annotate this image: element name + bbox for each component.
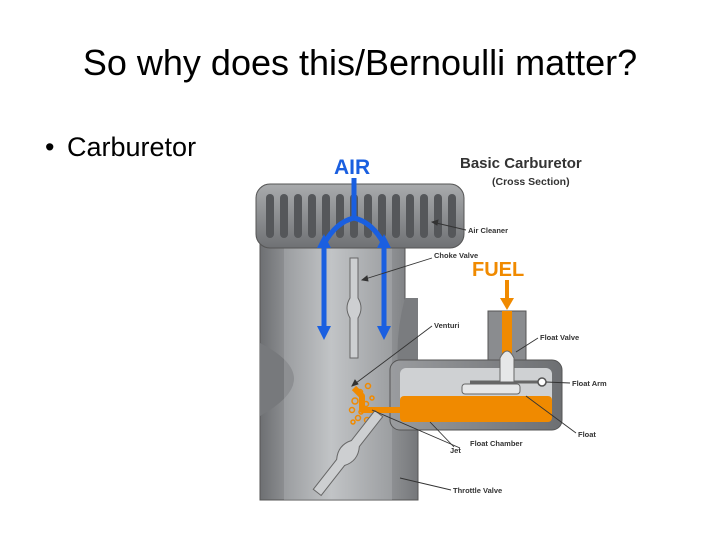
- bullet-item: •Carburetor: [45, 132, 196, 163]
- label-venturi: Venturi: [434, 321, 459, 330]
- bullet-text: Carburetor: [67, 132, 196, 162]
- air-label: AIR: [334, 156, 370, 179]
- diagram-subheading: (Cross Section): [492, 176, 570, 188]
- label-float-arm: Float Arm: [572, 379, 607, 388]
- label-air-cleaner: Air Cleaner: [468, 226, 508, 235]
- fuel-arrow: [500, 280, 514, 310]
- label-float-chamber: Float Chamber: [470, 439, 523, 448]
- float-arm-pivot: [538, 378, 546, 386]
- label-choke-valve: Choke Valve: [434, 251, 478, 260]
- bullet-symbol: •: [45, 132, 67, 163]
- float: [462, 384, 520, 394]
- label-jet: Jet: [450, 446, 461, 455]
- label-float-valve: Float Valve: [540, 333, 579, 342]
- carburetor-diagram: AIR FUEL Basic Carburetor (Cross Section…: [240, 148, 640, 508]
- fuel-label: FUEL: [472, 259, 524, 281]
- label-float: Float: [578, 430, 596, 439]
- diagram-heading: Basic Carburetor: [460, 155, 582, 172]
- fuel-pool: [400, 396, 552, 422]
- label-throttle-valve: Throttle Valve: [453, 486, 502, 495]
- float-valve: [500, 351, 514, 382]
- slide-title: So why does this/Bernoulli matter?: [0, 42, 720, 84]
